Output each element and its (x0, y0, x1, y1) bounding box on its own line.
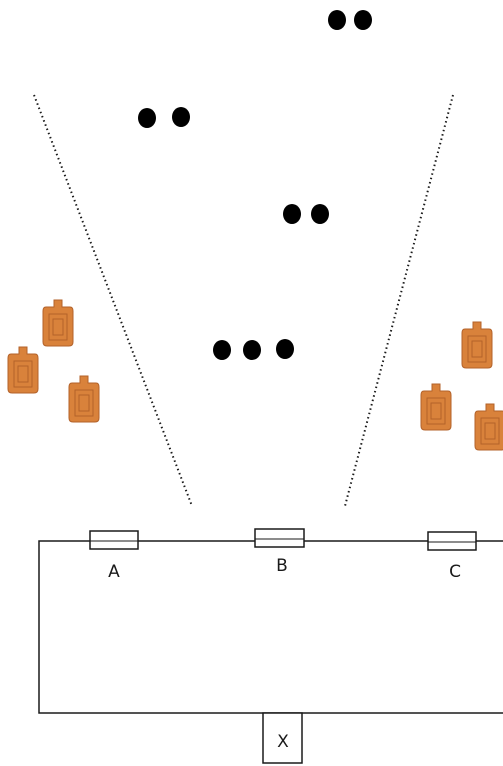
left-fault-line (33, 94, 193, 507)
paper-target-icon (474, 403, 503, 451)
steel-plate-icon (213, 340, 231, 360)
steel-plate-icon (354, 10, 372, 30)
steel-group-3 (283, 204, 329, 224)
steel-group-4 (213, 339, 294, 360)
window-c: C (427, 531, 477, 582)
start-box-label: X (277, 732, 289, 752)
window-a: A (89, 530, 139, 582)
window-a-label: A (108, 562, 120, 582)
steel-plate-icon (138, 108, 156, 128)
steel-plate-icon (243, 340, 261, 360)
steel-plate-icon (311, 204, 329, 224)
window-b-label: B (276, 556, 288, 576)
window-c-label: C (449, 562, 461, 582)
window-b: B (254, 528, 305, 576)
right-paper-targets (420, 321, 503, 451)
steel-plate-icon (172, 107, 190, 127)
steel-plate-icon (276, 339, 294, 359)
paper-target-icon (420, 383, 452, 431)
paper-target-icon (7, 346, 39, 394)
steel-group-2 (138, 107, 190, 128)
paper-target-icon (461, 321, 493, 369)
steel-plate-icon (328, 10, 346, 30)
paper-target-icon (68, 375, 100, 423)
steel-group-1 (328, 10, 372, 30)
steel-plate-icon (283, 204, 301, 224)
paper-target-icon (42, 299, 74, 347)
left-paper-targets (7, 299, 100, 423)
right-fault-line (344, 94, 454, 507)
start-box: X (262, 712, 303, 764)
